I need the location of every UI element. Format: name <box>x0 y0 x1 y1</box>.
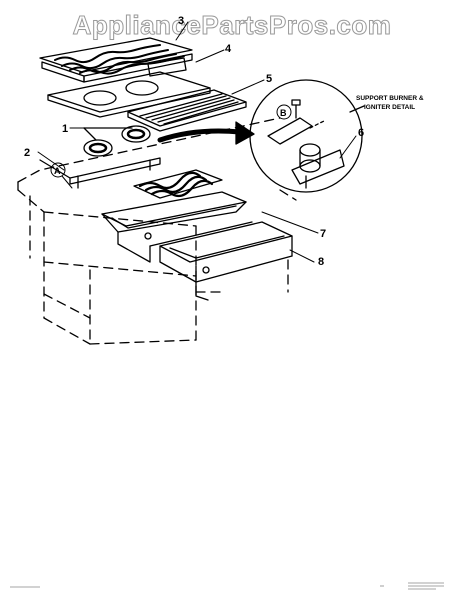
part-8-grease-tray <box>159 221 293 301</box>
callout-4: 4 <box>225 43 232 55</box>
part-7-drip-pan <box>101 191 253 263</box>
callout-7: 7 <box>320 228 326 240</box>
callout-6: 6 <box>358 127 364 139</box>
detail-title-line2: IGNITER DETAIL <box>364 104 415 111</box>
part-1-burners <box>83 125 151 157</box>
callout-3: 3 <box>178 15 184 27</box>
grill-rack <box>133 169 223 199</box>
callout-5: 5 <box>266 73 272 85</box>
site-watermark: AppliancePartsPros.com <box>72 10 392 41</box>
detail-title-line1: SUPPORT BURNER & <box>356 95 424 102</box>
callout-2: 2 <box>24 147 30 159</box>
callout-b: B <box>280 108 287 118</box>
callout-a: A <box>54 166 61 176</box>
support-burner-detail <box>249 79 365 193</box>
callout-1: 1 <box>62 123 68 135</box>
callout-8: 8 <box>318 256 324 268</box>
callout-leaders <box>37 21 357 263</box>
part-5-grill-grate <box>127 89 247 132</box>
detail-arrow <box>157 121 255 145</box>
footer-marks <box>10 582 444 590</box>
cooktop-cabinet-outline <box>17 117 297 345</box>
part-2-bracket <box>39 157 161 189</box>
